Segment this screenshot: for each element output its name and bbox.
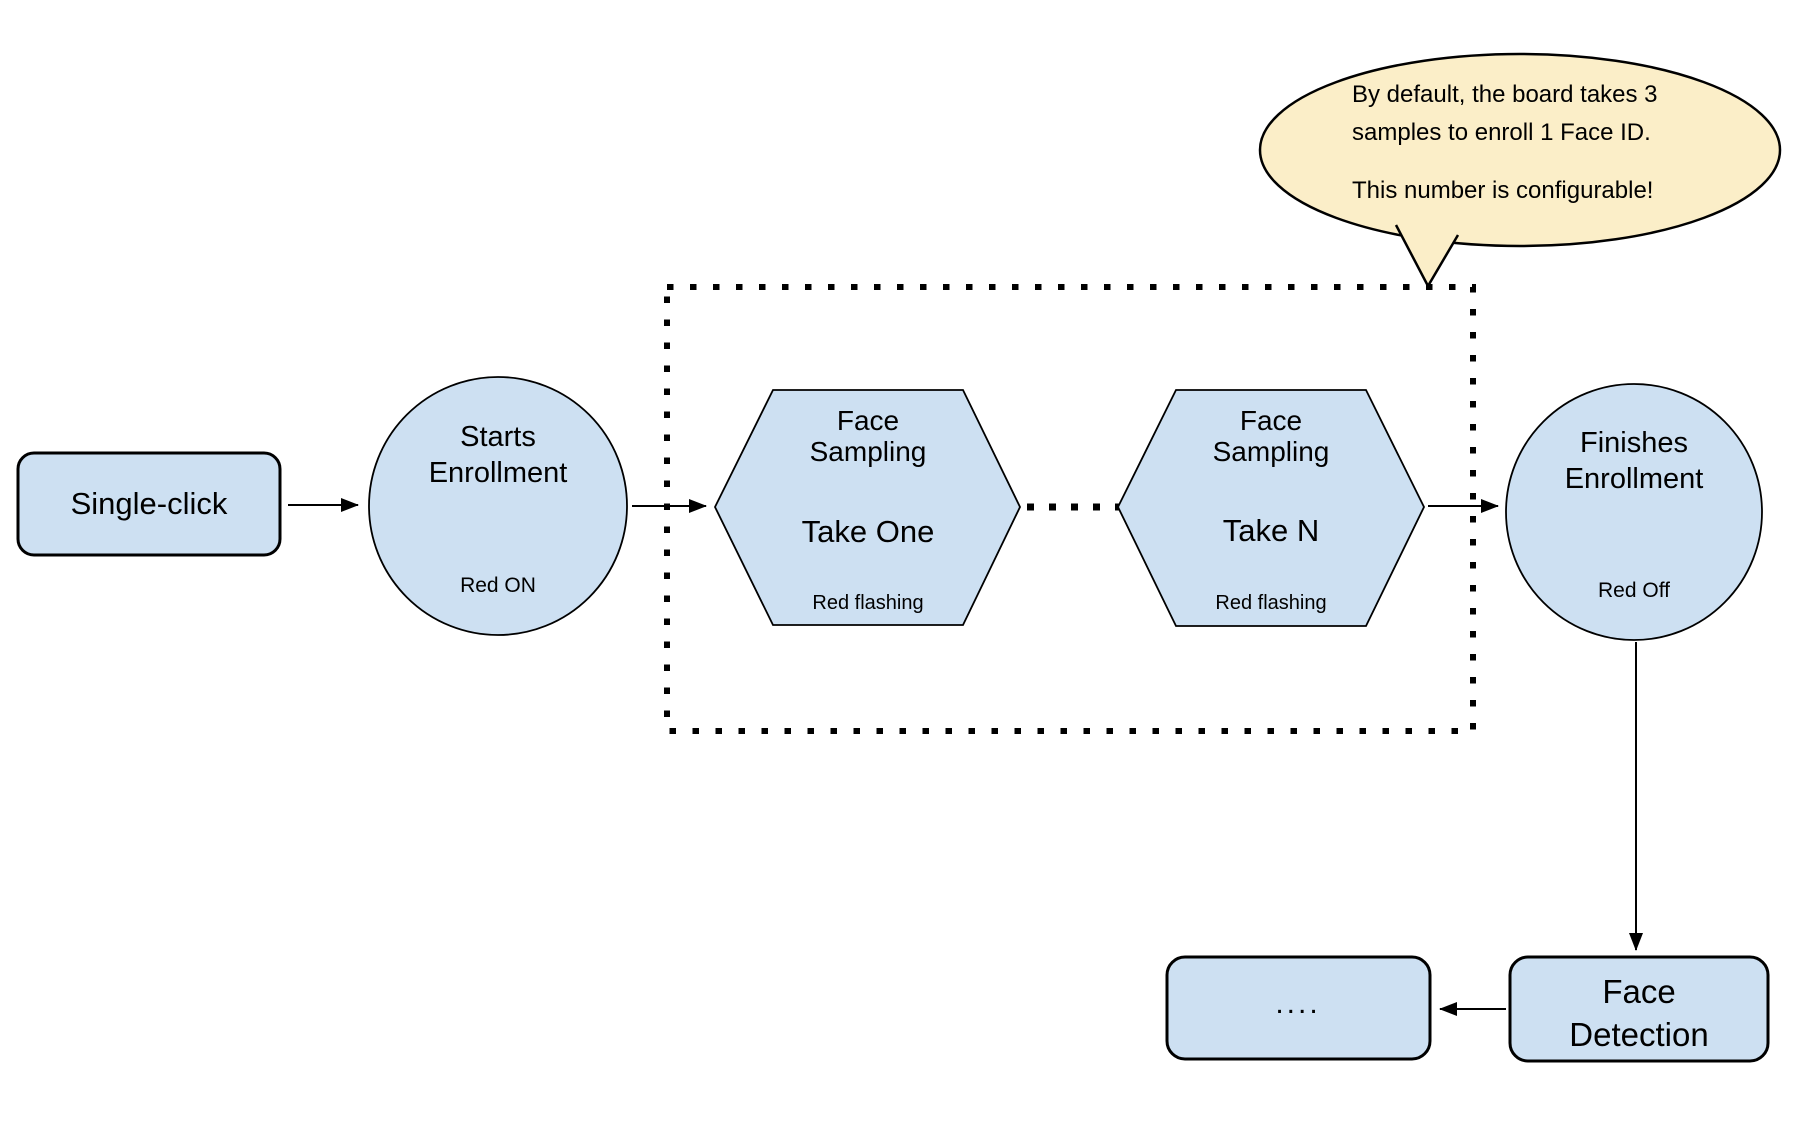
take-n-status: Red flashing [1215,592,1326,614]
take-n-title2: Sampling [1213,436,1330,467]
callout-text-line2: samples to enroll 1 Face ID. [1352,119,1651,146]
take-one-title2: Sampling [810,436,927,467]
single-click-node: Single-click [16,451,282,557]
take-n-hexagon [1116,389,1426,627]
starts-enrollment-circle [368,376,628,636]
take-n-subtitle: Take N [1223,513,1319,548]
starts-enrollment-title2: Enrollment [429,457,568,489]
finishes-enrollment-circle [1505,383,1763,641]
finishes-enrollment-status: Red Off [1598,579,1670,602]
callout-tail [1394,224,1460,289]
take-one-subtitle: Take One [802,514,935,549]
continuation-box [1165,955,1432,1061]
take-one-title1: Face [837,405,899,436]
callout-text-line3: This number is configurable! [1352,177,1653,204]
starts-enrollment-node: Starts Enrollment Red ON [368,376,628,636]
finishes-enrollment-title1: Finishes [1580,427,1688,459]
face-detection-title1: Face [1602,973,1675,1010]
face-sampling-take-one-node: Face Sampling Take One Red flashing [713,389,1022,626]
face-detection-title2: Detection [1569,1016,1708,1053]
single-click-label: Single-click [71,486,228,521]
callout-bubble: By default, the board takes 3 samples to… [1258,52,1782,289]
single-click-box [16,451,282,557]
take-one-status: Red flashing [812,592,923,614]
face-detection-node: Face Detection [1508,955,1770,1063]
sampling-group-frame [664,284,1476,734]
starts-enrollment-title1: Starts [460,421,536,453]
continuation-label: .... [1275,987,1320,1020]
continuation-node: .... [1165,955,1432,1061]
finishes-enrollment-title2: Enrollment [1565,463,1704,495]
callout-text-line1: By default, the board takes 3 [1352,81,1658,108]
face-sampling-take-n-node: Face Sampling Take N Red flashing [1116,389,1426,627]
finishes-enrollment-node: Finishes Enrollment Red Off [1505,383,1763,641]
face-detection-box [1508,955,1770,1063]
take-n-title1: Face [1240,405,1302,436]
take-one-hexagon [713,389,1022,626]
starts-enrollment-status: Red ON [460,574,536,597]
callout-ellipse [1258,52,1782,248]
